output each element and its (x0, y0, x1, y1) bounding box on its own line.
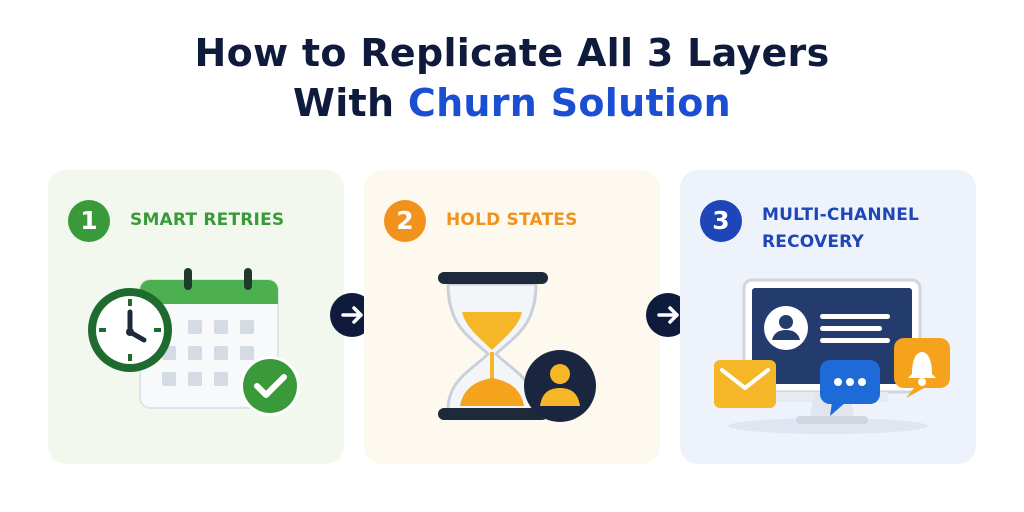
title-prefix: With (292, 81, 408, 125)
step-card-smart-retries: 1 SMART RETRIES (48, 170, 344, 464)
title-line-1: How to Replicate All 3 Layers (194, 31, 830, 75)
step-title: HOLD STATES (446, 210, 578, 230)
step-title-line-2: RECOVERY (762, 232, 865, 252)
step-title: MULTI-CHANNEL RECOVERY (762, 202, 962, 256)
clock-icon (88, 288, 172, 372)
step-number-badge: 3 (700, 200, 742, 242)
hold-states-illustration (438, 272, 596, 422)
check-icon (240, 356, 300, 416)
step-card-multi-channel-recovery: 3 MULTI-CHANNEL RECOVERY (680, 170, 976, 464)
multi-channel-illustration (714, 278, 950, 434)
user-icon (524, 350, 596, 422)
calendar-icon (139, 268, 279, 409)
chat-icon (820, 360, 880, 416)
step-number-badge: 1 (68, 200, 110, 242)
step-title-line-1: MULTI-CHANNEL (762, 205, 920, 225)
step-number-badge: 2 (384, 200, 426, 242)
title-line-2: With Churn Solution (0, 78, 1024, 128)
bell-icon (894, 338, 950, 398)
email-icon (714, 360, 776, 408)
page-title: How to Replicate All 3 Layers With Churn… (0, 28, 1024, 128)
profile-icon (764, 306, 890, 350)
smart-retries-illustration (88, 268, 300, 416)
hourglass-icon (438, 272, 548, 420)
title-accent: Churn Solution (407, 81, 731, 125)
step-title: SMART RETRIES (130, 210, 285, 230)
step-card-hold-states: 2 HOLD STATES (364, 170, 660, 464)
